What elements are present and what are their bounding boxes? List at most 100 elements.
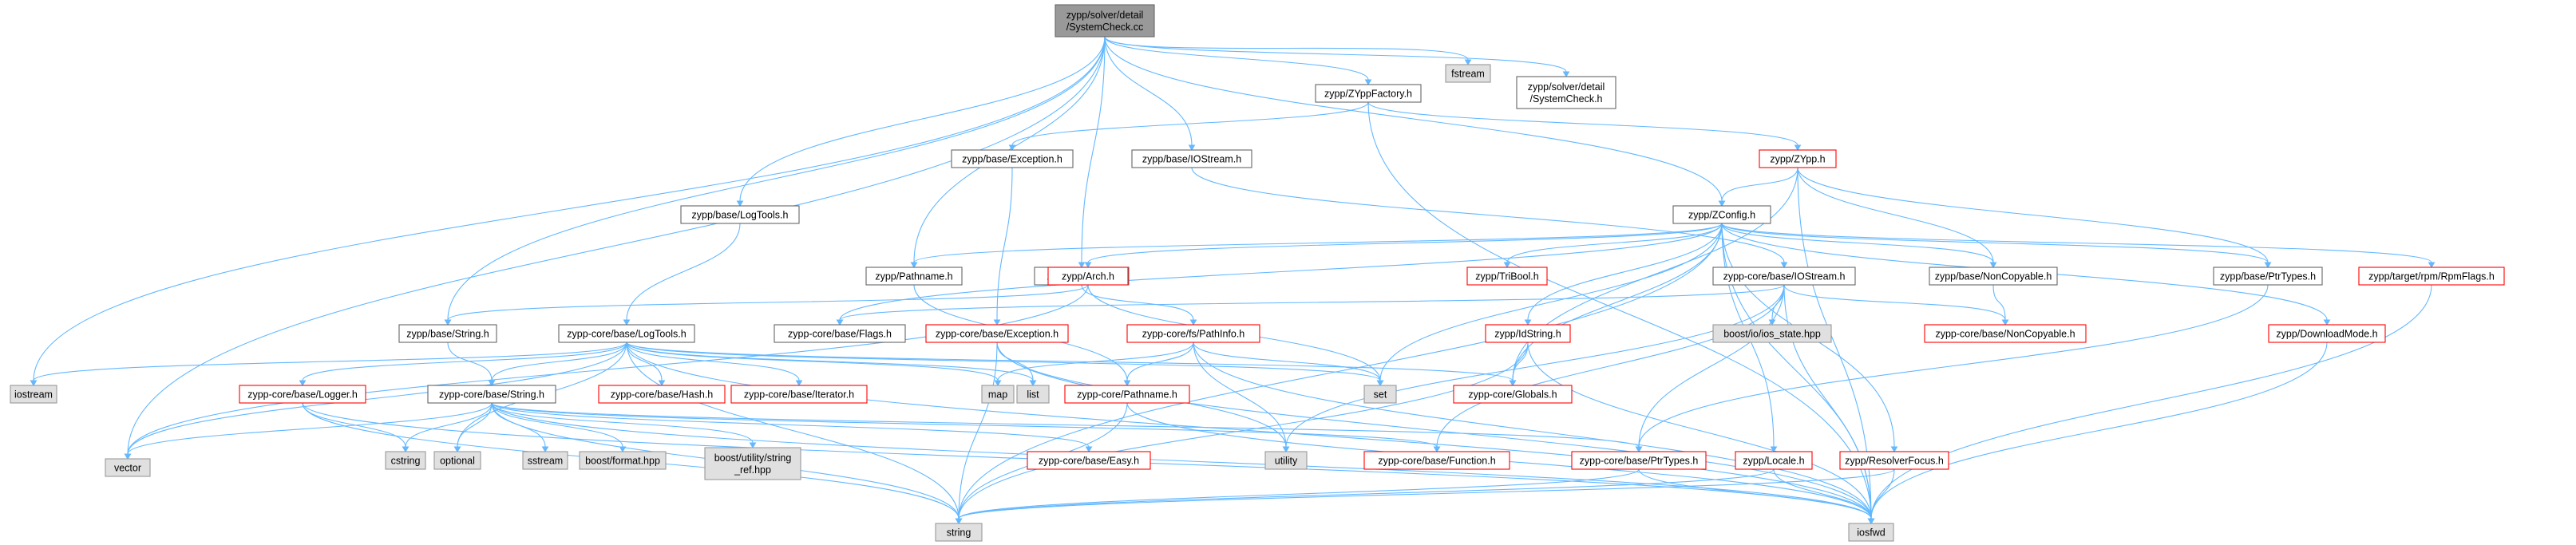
node-list[interactable]: list: [1016, 385, 1050, 404]
node-ios-state[interactable]: boost/io/ios_state.hpp: [1712, 324, 1832, 343]
node-label: zypp-core/base/Iterator.h: [744, 389, 854, 400]
node-downloadmode-h[interactable]: zypp/DownloadMode.h: [2268, 324, 2386, 343]
node-box: [579, 451, 667, 470]
node-box: [1055, 4, 1155, 38]
node-vector[interactable]: vector: [105, 458, 151, 477]
edge-base_exception_h-to-core_exception_h: [993, 167, 1013, 326]
node-pathname-h[interactable]: zypp/Pathname.h: [865, 267, 963, 286]
edge-zyppfactory_h-to-base_exception_h: [1008, 101, 1369, 151]
edge-root-to-systemcheck_h: [1104, 36, 1570, 77]
node-root[interactable]: zypp/solver/detail/SystemCheck.cc: [1055, 4, 1155, 38]
node-easy-h[interactable]: zypp-core/base/Easy.h: [1027, 451, 1151, 470]
node-box: [2213, 267, 2323, 286]
node-hash-h[interactable]: zypp-core/base/Hash.h: [598, 385, 726, 404]
node-fstream[interactable]: fstream: [1445, 64, 1491, 83]
node-box: [704, 447, 801, 480]
node-label: zypp/TriBool.h: [1475, 271, 1538, 282]
node-box: [1929, 267, 2058, 286]
node-box: [1453, 385, 1573, 404]
edge-zconfig_h-to-set: [1376, 223, 1723, 386]
node-box: [1712, 267, 1856, 286]
node-tribool-h[interactable]: zypp/TriBool.h: [1466, 267, 1548, 286]
node-string-ref[interactable]: boost/utility/string_ref.hpp: [704, 447, 801, 480]
edge-core_logtools_h-to-logger_h: [299, 342, 627, 386]
node-systemcheck-h[interactable]: zypp/solver/detail/SystemCheck.h: [1516, 76, 1616, 109]
node-core-logtools-h[interactable]: zypp-core/base/LogTools.h: [558, 324, 695, 343]
edge-rpmflags_h-to-iosfwd: [1867, 284, 2432, 524]
node-label: map: [988, 389, 1007, 400]
node-set[interactable]: set: [1363, 385, 1397, 404]
node-label: zypp-core/base/LogTools.h: [567, 328, 686, 339]
edge-root-to-zconfig_h: [1104, 36, 1726, 207]
node-idstring-h[interactable]: zypp/IdString.h: [1485, 324, 1571, 343]
edge-core_iostream_h-to-core_noncopyable_h: [1783, 284, 2009, 326]
edge-root-to-base_string_h: [444, 36, 1106, 326]
edge-zyppfactory_h-to-zypp_h: [1367, 101, 1802, 151]
node-label: zypp/base/PtrTypes.h: [2220, 271, 2316, 282]
node-core-pathname-h[interactable]: zypp-core/Pathname.h: [1064, 385, 1190, 404]
node-core-flags-h[interactable]: zypp-core/base/Flags.h: [774, 324, 906, 343]
node-core-string-h[interactable]: zypp-core/base/String.h: [427, 385, 556, 404]
node-box: [398, 324, 497, 343]
node-core-ptrtypes-h[interactable]: zypp-core/base/PtrTypes.h: [1571, 451, 1707, 470]
node-base-logtools-h[interactable]: zypp/base/LogTools.h: [680, 205, 800, 224]
node-iterator-h[interactable]: zypp-core/base/Iterator.h: [730, 385, 868, 404]
node-box: [1363, 451, 1510, 470]
edge-downloadmode_h-to-iosfwd: [1867, 342, 2328, 524]
edge-core_string_h-to-string_ref: [491, 402, 757, 448]
edge-core_logtools_h-to-map: [626, 342, 1002, 386]
node-label: boost/utility/string: [714, 452, 792, 464]
node-optional[interactable]: optional: [433, 451, 481, 470]
node-logger-h[interactable]: zypp-core/base/Logger.h: [239, 385, 366, 404]
node-core-noncopyable-h[interactable]: zypp-core/base/NonCopyable.h: [1924, 324, 2087, 343]
edge-core_string_h-to-boost_format: [491, 402, 627, 452]
node-arch-h[interactable]: zypp/Arch.h: [1047, 267, 1129, 286]
node-boost-format[interactable]: boost/format.hpp: [579, 451, 667, 470]
edge-core_string_h-to-cstring: [402, 402, 493, 452]
node-rpmflags-h[interactable]: zypp/target/rpm/RpmFlags.h: [2358, 267, 2505, 286]
node-base-iostream-h[interactable]: zypp/base/IOStream.h: [1131, 149, 1252, 168]
node-label: zypp-core/base/Function.h: [1378, 455, 1495, 466]
node-core-exception-h[interactable]: zypp-core/base/Exception.h: [925, 324, 1069, 343]
node-zyppfactory-h[interactable]: zypp/ZYppFactory.h: [1315, 84, 1422, 103]
node-resolverfocus-h[interactable]: zypp/ResolverFocus.h: [1839, 451, 1949, 470]
edge-arch_h-to-base_string_h: [444, 284, 1089, 326]
node-label: zypp/base/NonCopyable.h: [1935, 271, 2052, 282]
node-box: [239, 385, 366, 404]
node-box: [935, 523, 983, 542]
node-zconfig-h[interactable]: zypp/ZConfig.h: [1672, 205, 1771, 224]
node-map[interactable]: map: [981, 385, 1015, 404]
node-string[interactable]: string: [935, 523, 983, 542]
node-box: [1571, 451, 1707, 470]
node-iostream[interactable]: iostream: [10, 385, 57, 404]
edge-base_string_h-to-core_string_h: [447, 342, 496, 386]
node-box: [981, 385, 1015, 404]
node-label: zypp-core/base/PtrTypes.h: [1580, 455, 1699, 466]
node-noncopyable-h[interactable]: zypp/base/NonCopyable.h: [1929, 267, 2058, 286]
node-ptrtypes-h[interactable]: zypp/base/PtrTypes.h: [2213, 267, 2323, 286]
node-box: [925, 324, 1069, 343]
edge-zypp_h-to-ptrtypes_h: [1797, 167, 2272, 268]
node-core-pathinfo-h[interactable]: zypp-core/fs/PathInfo.h: [1126, 324, 1260, 343]
node-locale-h[interactable]: zypp/Locale.h: [1735, 451, 1813, 470]
node-label: zypp/base/Exception.h: [962, 153, 1062, 164]
node-cstring[interactable]: cstring: [385, 451, 426, 470]
node-utility[interactable]: utility: [1264, 451, 1308, 470]
node-box: [1924, 324, 2087, 343]
edge-base_iostream_h-to-core_iostream_h: [1191, 167, 1788, 268]
node-label: /SystemCheck.cc: [1066, 22, 1144, 33]
node-sstream[interactable]: sstream: [522, 451, 568, 470]
node-function-h[interactable]: zypp-core/base/Function.h: [1363, 451, 1510, 470]
node-base-string-h[interactable]: zypp/base/String.h: [398, 324, 497, 343]
edge-base_logtools_h-to-core_logtools_h: [623, 223, 741, 326]
edge-core_string_h-to-vector: [124, 402, 493, 460]
edge-pathinfo_h-to-core_pathinfo_h: [1081, 284, 1197, 326]
node-iosfwd[interactable]: iosfwd: [1848, 523, 1894, 542]
node-label: fstream: [1451, 68, 1485, 79]
node-zypp-h[interactable]: zypp/ZYpp.h: [1759, 149, 1837, 168]
node-base-exception-h[interactable]: zypp/base/Exception.h: [951, 149, 1074, 168]
edge-zypp_h-to-zconfig_h: [1718, 167, 1798, 207]
node-core-iostream-h[interactable]: zypp-core/base/IOStream.h: [1712, 267, 1856, 286]
node-box: [1672, 205, 1771, 224]
node-globals-h[interactable]: zypp-core/Globals.h: [1453, 385, 1573, 404]
